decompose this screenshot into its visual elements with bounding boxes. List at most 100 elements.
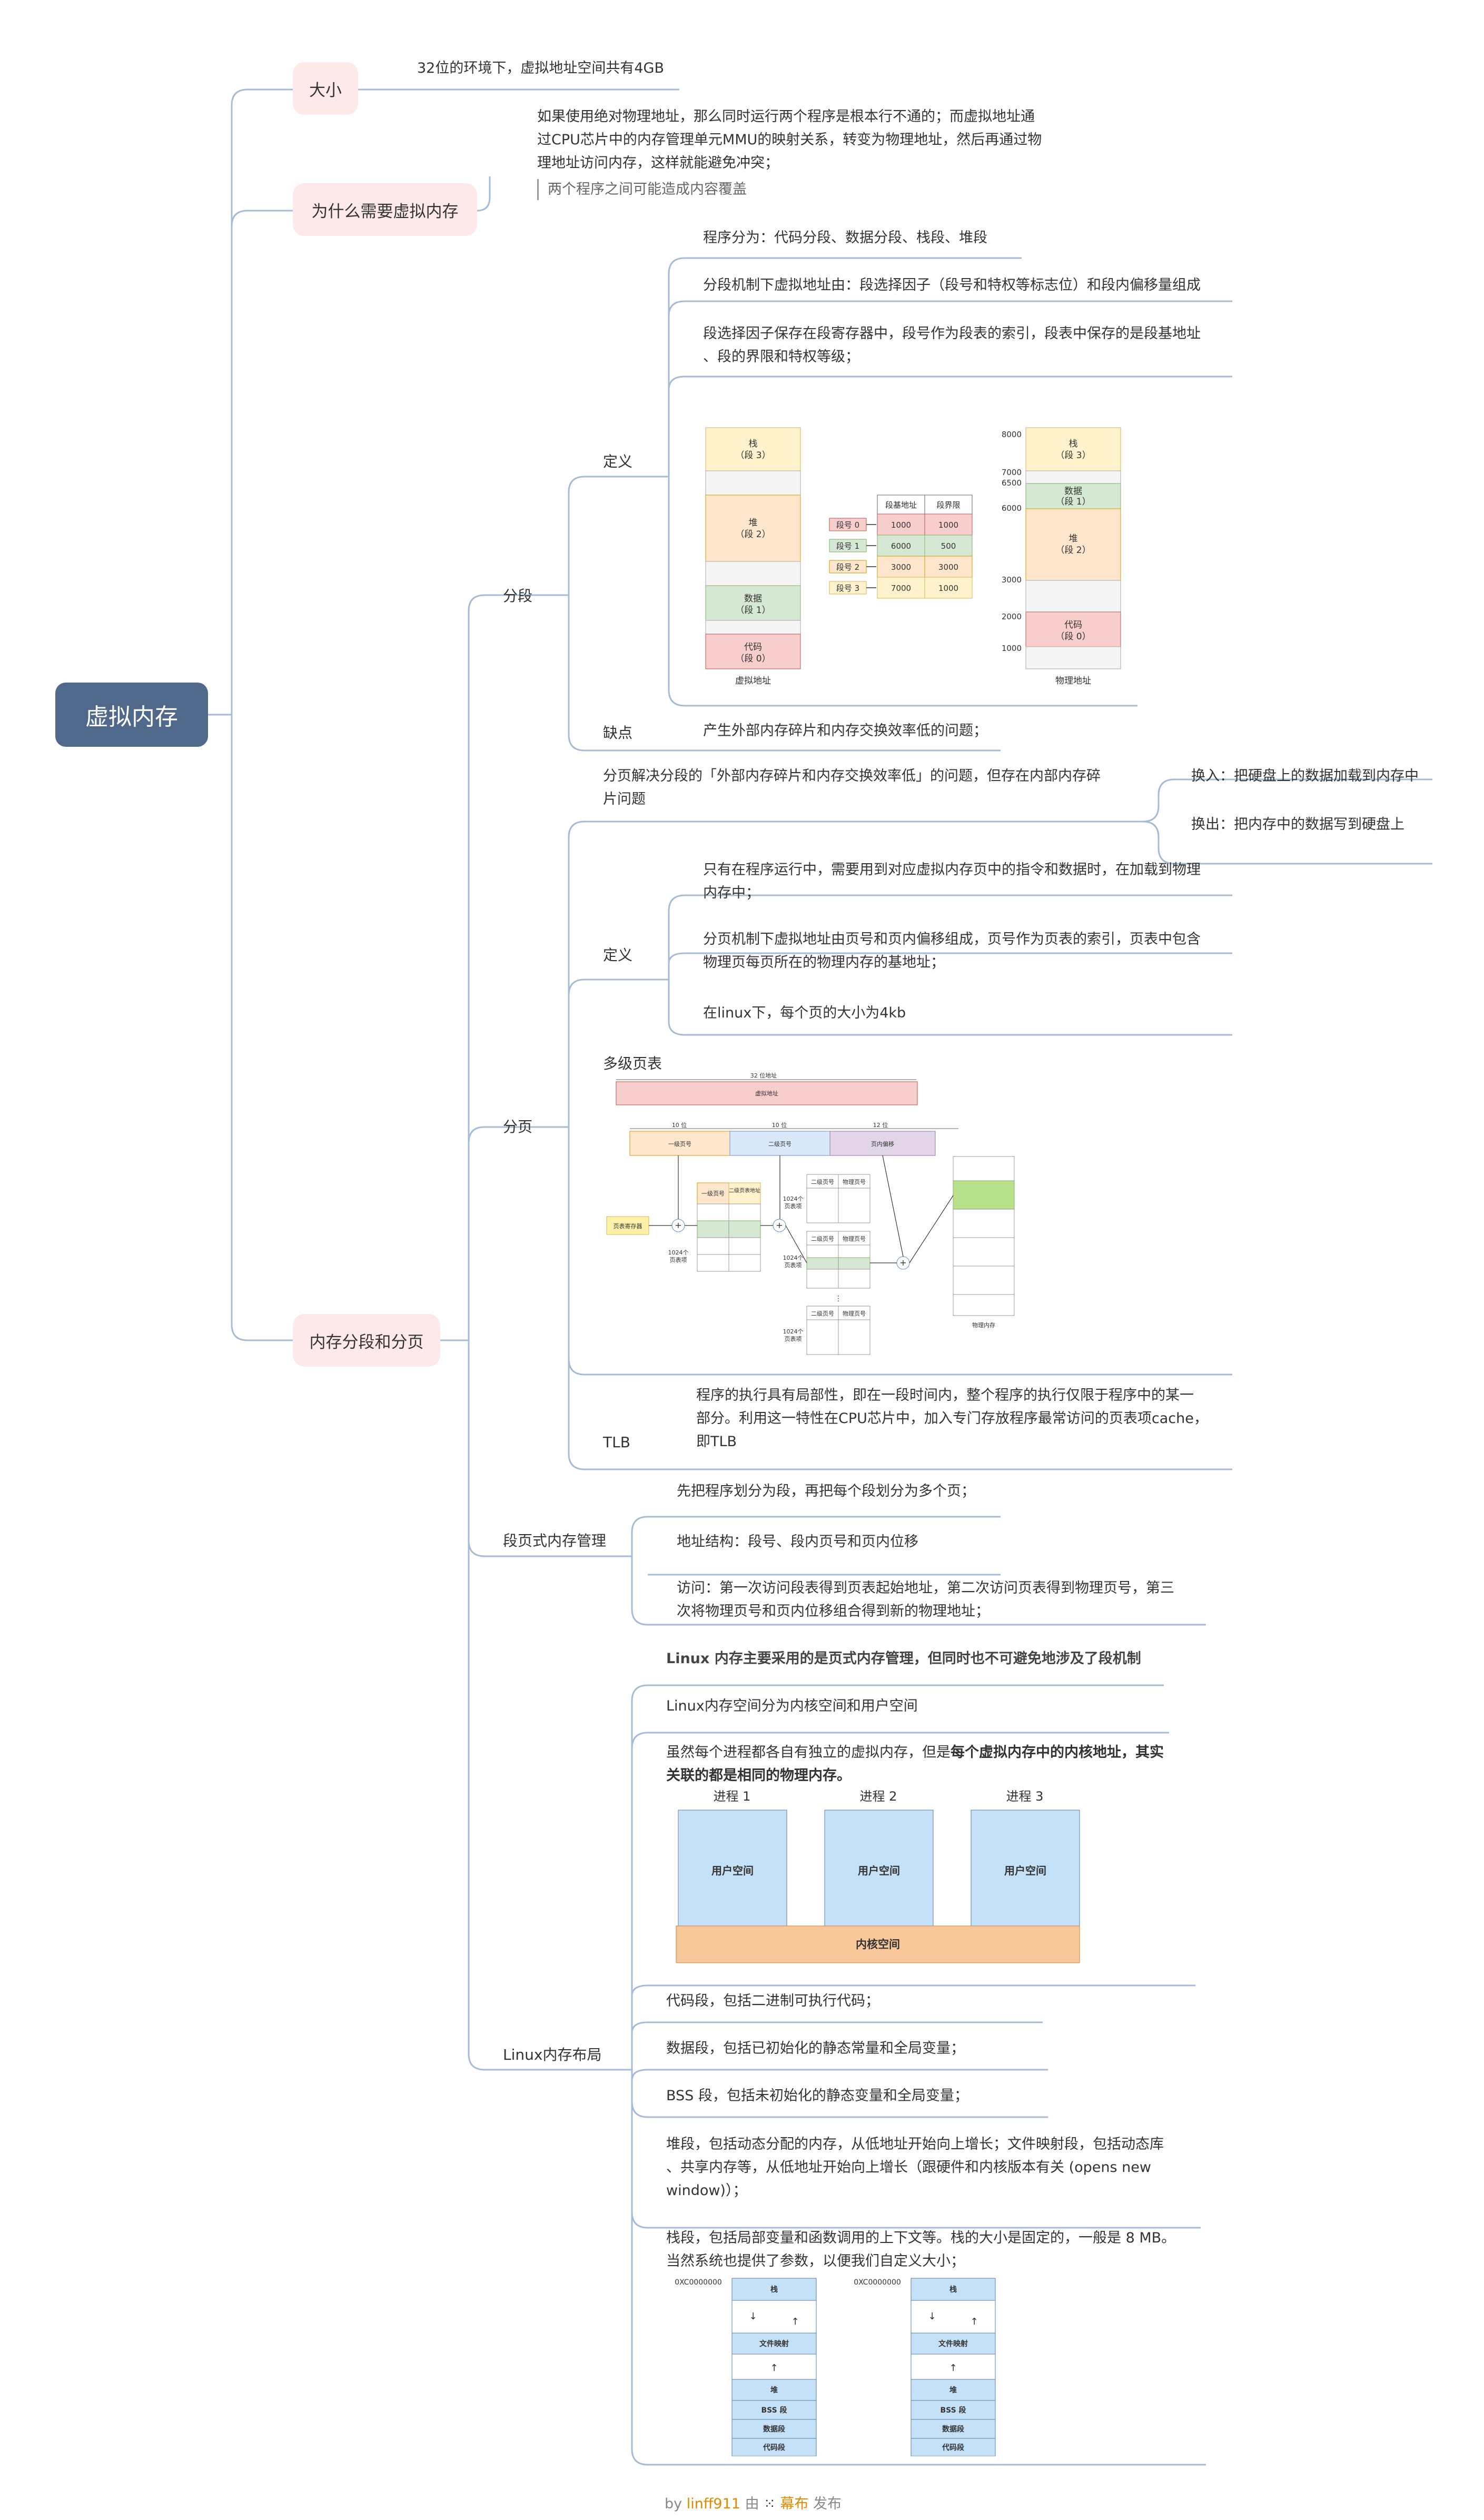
segmentation-diagram: 栈 （段 3） 堆 （段 2） 数据 （段 1） 代码 （段 0） 虚拟地址 段… [705, 427, 1121, 686]
svg-text:二级页号: 二级页号 [811, 1179, 834, 1185]
seg-num-1: 段号 1 [836, 541, 859, 551]
svg-text:二级页号: 二级页号 [811, 1236, 834, 1242]
svg-text:数据段: 数据段 [942, 2425, 964, 2434]
svg-text:代码: 代码 [1064, 620, 1082, 630]
svg-text:堆: 堆 [770, 2386, 778, 2395]
row1-base: 6000 [891, 541, 911, 551]
linux-stack-1: 栈段，包括局部变量和函数调用的上下文等。栈的大小是固定的，一般是 8 MB。 [666, 2230, 1176, 2246]
node-segment-paging[interactable]: 段页式内存管理 [503, 1532, 607, 1549]
footer-via: 由 [745, 2496, 759, 2512]
svg-text:↑: ↑ [770, 2363, 778, 2374]
linux-heap-2: 、共享内存等，从低地址开始向上增长（跟硬件和内核版本有关 (opens new [666, 2159, 1151, 2176]
node-seg-definition[interactable]: 定义 [603, 453, 633, 470]
svg-text:页表项: 页表项 [785, 1335, 802, 1342]
layout-left: 0XC0000000 栈 ↓ ↑ 文件映射 ↑ 堆 BSS 段 数据段 代码段 [675, 2278, 817, 2456]
virt-caption: 虚拟地址 [735, 676, 771, 686]
svg-text:12 位: 12 位 [873, 1121, 888, 1129]
tlb-text-1: 程序的执行具有局部性，即在一段时间内，整个程序的执行仅限于程序中的某一 [696, 1387, 1194, 1404]
page-def-2b: 物理页每页所在的物理内存的基地址； [703, 954, 945, 971]
svg-text:↓: ↓ [928, 2311, 936, 2322]
svg-text:↑: ↑ [791, 2316, 799, 2327]
svg-text:物理页号: 物理页号 [843, 1310, 866, 1317]
page-def-3: 在linux下，每个页的大小为4kb [703, 1005, 906, 1021]
virt-gap-3 [705, 620, 801, 635]
node-memory-segment-paging[interactable]: 内存分段和分页 [293, 1314, 440, 1367]
linux-bss-seg: BSS 段，包括未初始化的静态变量和全局变量； [666, 2088, 968, 2104]
svg-text:1000: 1000 [1002, 644, 1022, 653]
page-intro-2: 片问题 [603, 791, 646, 807]
svg-text:⋮: ⋮ [835, 1294, 842, 1303]
svg-text:3000: 3000 [1002, 575, 1022, 585]
linux-data-seg: 数据段，包括已初始化的静态常量和全局变量； [666, 2040, 965, 2057]
segpage-3b: 次将物理页号和页内位移组合得到新的物理地址； [677, 1603, 990, 1619]
svg-text:（段 0）: （段 0） [1055, 631, 1091, 642]
svg-text:一级页号: 一级页号 [668, 1141, 691, 1148]
footer-brand-link[interactable]: 幕布 [780, 2496, 809, 2512]
virt-heap-name: 堆 [749, 518, 758, 528]
multi-level-page-table-label: 多级页表 [603, 1055, 662, 1072]
virt-code-seg: （段 0） [735, 654, 770, 664]
svg-text:数据段: 数据段 [763, 2425, 785, 2434]
svg-text:页表寄存器: 页表寄存器 [614, 1222, 642, 1230]
svg-text:BSS 段: BSS 段 [761, 2406, 787, 2415]
svg-text:1024个: 1024个 [783, 1195, 804, 1202]
svg-text:10 位: 10 位 [672, 1121, 687, 1129]
node-linux-layout[interactable]: Linux内存布局 [503, 2046, 602, 2063]
tlb-text-3: 即TLB [696, 1434, 737, 1450]
svg-text:二级页号: 二级页号 [768, 1141, 792, 1148]
svg-text:栈: 栈 [949, 2285, 957, 2294]
tlb-text-2: 部分。利用这一特性在CPU芯片中，加入专门存放程序最常访问的页表项cache， [696, 1410, 1208, 1427]
svg-text:1024个: 1024个 [783, 1328, 804, 1335]
svg-text:物理内存: 物理内存 [972, 1321, 995, 1329]
linux-3a-bold: 每个虚拟内存中的内核地址，其实 [951, 1744, 1164, 1761]
row1-limit: 500 [941, 541, 956, 551]
row2-base: 3000 [891, 562, 911, 572]
swap-in-text: 换入：把硬盘上的数据加载到内存中 [1191, 768, 1419, 784]
svg-text:文件映射: 文件映射 [759, 2339, 789, 2348]
svg-text:↓: ↓ [749, 2311, 757, 2322]
swap-out-text: 换出：把内存中的数据写到硬盘上 [1191, 816, 1404, 833]
linux-3a: 虽然每个进程都各自有独立的虚拟内存，但是每个虚拟内存中的内核地址，其实 [666, 1741, 1164, 1764]
node-seg-cons[interactable]: 缺点 [603, 724, 633, 742]
svg-text:栈: 栈 [770, 2285, 778, 2294]
linux-3b: 关联的都是相同的物理内存。 [666, 1767, 851, 1784]
seg-num-2: 段号 2 [836, 562, 859, 572]
virt-heap-seg: （段 2） [735, 529, 770, 540]
svg-text:6000: 6000 [1002, 503, 1022, 513]
virt-gap-1 [705, 470, 801, 496]
node-page-definition[interactable]: 定义 [603, 946, 633, 964]
linux-1: Linux 内存主要采用的是页式内存管理，但同时也不可避免地涉及了段机制 [666, 1651, 1141, 1667]
page-intro-1: 分页解决分段的「外部内存碎片和内存交换效率低」的问题，但存在内部内存碎 [603, 768, 1101, 784]
footer-user-link[interactable]: linff911 [686, 2496, 740, 2512]
linux-code-seg: 代码段，包括二进制可执行代码； [666, 1993, 879, 2009]
root-node[interactable]: 虚拟内存 [55, 683, 208, 747]
linux-heap-1: 堆段，包括动态分配的内存，从低地址开始向上增长；文件映射段，包括动态库 [666, 2136, 1164, 2152]
node-size[interactable]: 大小 [293, 62, 358, 115]
layout-right: 0XC0000000 栈 ↓ ↑ 文件映射 ↑ 堆 BSS 段 数据段 代码段 [854, 2278, 996, 2456]
virt-data-block [705, 585, 801, 621]
linux-stack-2: 当然系统也提供了参数，以便我们自定义大小； [666, 2253, 965, 2269]
svg-text:数据: 数据 [1064, 486, 1082, 497]
virt-code-block [705, 634, 801, 669]
node-why-virtual-memory[interactable]: 为什么需要虚拟内存 [293, 183, 477, 236]
node-segmentation[interactable]: 分段 [503, 587, 533, 605]
svg-text:内核空间: 内核空间 [856, 1938, 900, 1951]
virt-data-name: 数据 [744, 594, 762, 604]
seg-def-1: 程序分为：代码分段、数据分段、栈段、堆段 [703, 230, 987, 246]
memory-layout-diagram: 0XC0000000 栈 ↓ ↑ 文件映射 ↑ 堆 BSS 段 数据段 代码段 … [675, 2278, 996, 2456]
svg-text:代码段: 代码段 [942, 2443, 964, 2452]
virt-stack-block [705, 427, 801, 471]
why-text-1: 如果使用绝对物理地址，那么同时运行两个程序是根本行不通的；而虚拟地址通 [537, 108, 1035, 125]
seg-cons-text: 产生外部内存碎片和内存交换效率低的问题； [703, 723, 987, 739]
row2-limit: 3000 [938, 562, 958, 572]
svg-text:一级页号: 一级页号 [701, 1190, 725, 1197]
node-tlb[interactable]: TLB [603, 1434, 630, 1451]
virt-gap-2 [705, 561, 801, 586]
svg-text:32 位地址: 32 位地址 [750, 1072, 777, 1079]
virt-heap-block [705, 495, 801, 562]
node-paging[interactable]: 分页 [503, 1118, 533, 1135]
seg-def-3b: 、段的界限和特权等级； [703, 349, 859, 365]
svg-text:（段 1）: （段 1） [1055, 497, 1091, 507]
svg-text:用户空间: 用户空间 [1004, 1864, 1046, 1877]
svg-text:+: + [675, 1220, 681, 1230]
